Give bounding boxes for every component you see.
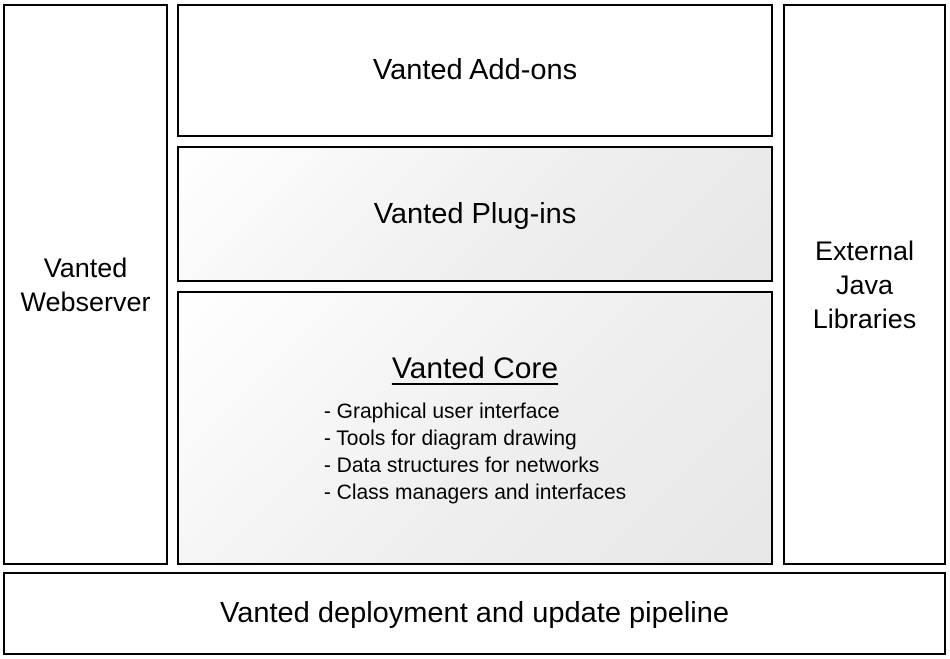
addons-label: Vanted Add-ons (372, 54, 578, 86)
core-list-item: - Data structures for networks (323, 454, 600, 477)
external-libraries-box: External Java Libraries (783, 4, 946, 565)
pipeline-box: Vanted deployment and update pipeline (3, 572, 946, 655)
plugins-label: Vanted Plug-ins (373, 197, 577, 230)
core-box: Vanted Core - Graphical user interface -… (177, 291, 773, 565)
external-libraries-label: External Java Libraries (812, 235, 917, 334)
core-list-item: - Class managers and interfaces (323, 481, 627, 504)
core-list-item: - Tools for diagram drawing (323, 427, 577, 450)
plugins-box: Vanted Plug-ins (177, 146, 773, 282)
webserver-box: Vanted Webserver (3, 4, 168, 565)
webserver-label: Vanted Webserver (20, 252, 151, 317)
core-list-item: - Graphical user interface (323, 400, 560, 423)
addons-box: Vanted Add-ons (177, 4, 773, 137)
core-title: Vanted Core (391, 352, 559, 385)
pipeline-label: Vanted deployment and update pipeline (220, 597, 729, 629)
core-feature-list: - Graphical user interface - Tools for d… (324, 398, 626, 506)
